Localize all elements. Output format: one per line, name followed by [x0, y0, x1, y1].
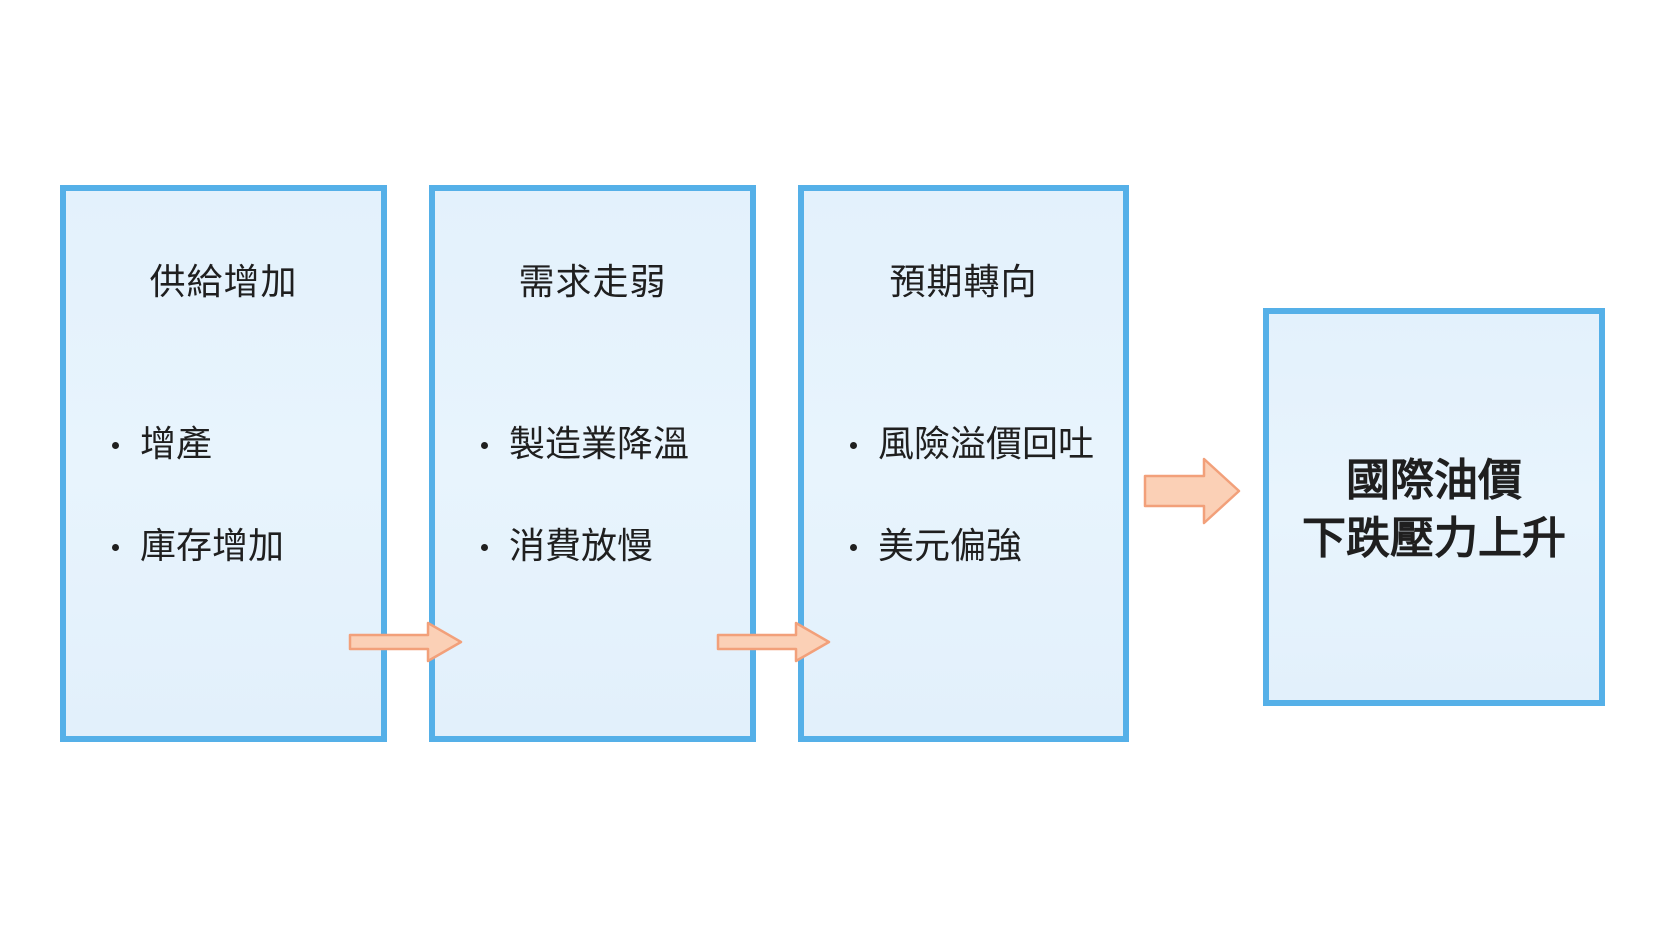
bullet-item: 製造業降溫: [481, 425, 689, 465]
bullet-text: 製造業降溫: [509, 424, 690, 465]
result-text: 國際油價 下跌壓力上升: [1269, 452, 1599, 568]
stage-box-expectation: 預期轉向 風險溢價回吐 美元偏強: [798, 185, 1129, 742]
bullet-item: 消費放慢: [481, 527, 689, 567]
stage-bullets-demand: 製造業降溫 消費放慢: [481, 425, 689, 629]
bullet-item: 增產: [112, 425, 284, 465]
stage-box-demand: 需求走弱 製造業降溫 消費放慢: [429, 185, 756, 742]
bullet-dot-icon: [481, 442, 488, 449]
arrow-right-icon: [716, 621, 831, 663]
stage-box-supply: 供給增加 增產 庫存增加: [60, 185, 387, 742]
stage-bullets-expectation: 風險溢價回吐 美元偏強: [850, 425, 1094, 629]
bullet-item: 庫存增加: [112, 527, 284, 567]
bullet-dot-icon: [850, 442, 857, 449]
stage-title-demand: 需求走弱: [518, 262, 667, 303]
result-line-2: 下跌壓力上升: [1302, 513, 1566, 564]
bullet-dot-icon: [112, 442, 119, 449]
bullet-text: 消費放慢: [509, 526, 654, 567]
stage-title-supply: 供給增加: [149, 262, 298, 303]
bullet-dot-icon: [481, 544, 488, 551]
stage-bullets-supply: 增產 庫存增加: [112, 425, 284, 629]
bullet-dot-icon: [112, 544, 119, 551]
bullet-text: 增產: [140, 424, 213, 465]
result-box: 國際油價 下跌壓力上升: [1263, 308, 1605, 706]
bullet-item: 風險溢價回吐: [850, 425, 1094, 465]
result-line-1: 國際油價: [1346, 455, 1522, 506]
bullet-dot-icon: [850, 544, 857, 551]
arrow-right-icon: [348, 621, 463, 663]
bullet-text: 庫存增加: [140, 526, 285, 567]
bullet-text: 美元偏強: [878, 526, 1023, 567]
stage-title-expectation: 預期轉向: [889, 262, 1038, 303]
arrow-right-icon: [1143, 457, 1241, 525]
bullet-item: 美元偏強: [850, 527, 1094, 567]
bullet-text: 風險溢價回吐: [878, 424, 1095, 465]
